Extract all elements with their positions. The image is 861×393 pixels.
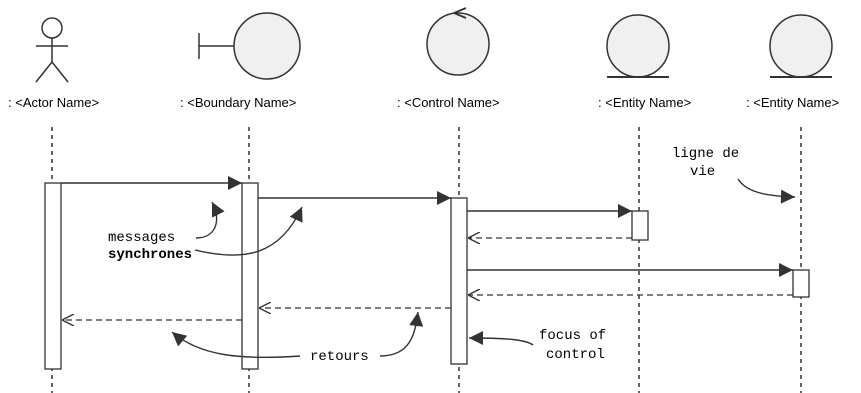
actor-stick-figure-icon — [35, 17, 69, 83]
control-label: : <Control Name> — [397, 95, 500, 110]
annotation-focus-line1: focus of — [539, 328, 606, 344]
annotation-returns: retours — [310, 349, 369, 365]
boundary-icon — [198, 12, 301, 80]
entity-label-1: : <Entity Name> — [598, 95, 691, 110]
entity-activation-1 — [631, 210, 649, 241]
control-icon — [426, 7, 490, 76]
entity-icon — [606, 14, 670, 78]
annotation-focus-line2: control — [546, 347, 605, 363]
annotation-pointer-focus — [468, 331, 534, 346]
control-activation — [450, 197, 468, 365]
actor-activation — [44, 182, 62, 370]
actor-label: : <Actor Name> — [8, 95, 99, 110]
annotation-pointer-messages-2 — [194, 206, 303, 256]
annotation-synchrones: synchrones — [108, 247, 192, 263]
boundary-activation — [241, 182, 259, 370]
annotation-pointer-messages-1 — [195, 201, 225, 239]
entity-label-2: : <Entity Name> — [746, 95, 839, 110]
boundary-label: : <Boundary Name> — [180, 95, 296, 110]
annotation-pointer-returns-2 — [379, 311, 424, 357]
annotation-messages: messages — [108, 230, 175, 246]
annotation-lifeline-line1: ligne de — [672, 146, 739, 162]
annotation-lifeline-line2: vie — [690, 164, 715, 180]
entity-activation-2 — [792, 269, 810, 298]
annotation-pointer-lifeline — [737, 178, 796, 204]
annotation-pointer-returns-1 — [171, 331, 301, 359]
entity-icon — [769, 14, 833, 78]
